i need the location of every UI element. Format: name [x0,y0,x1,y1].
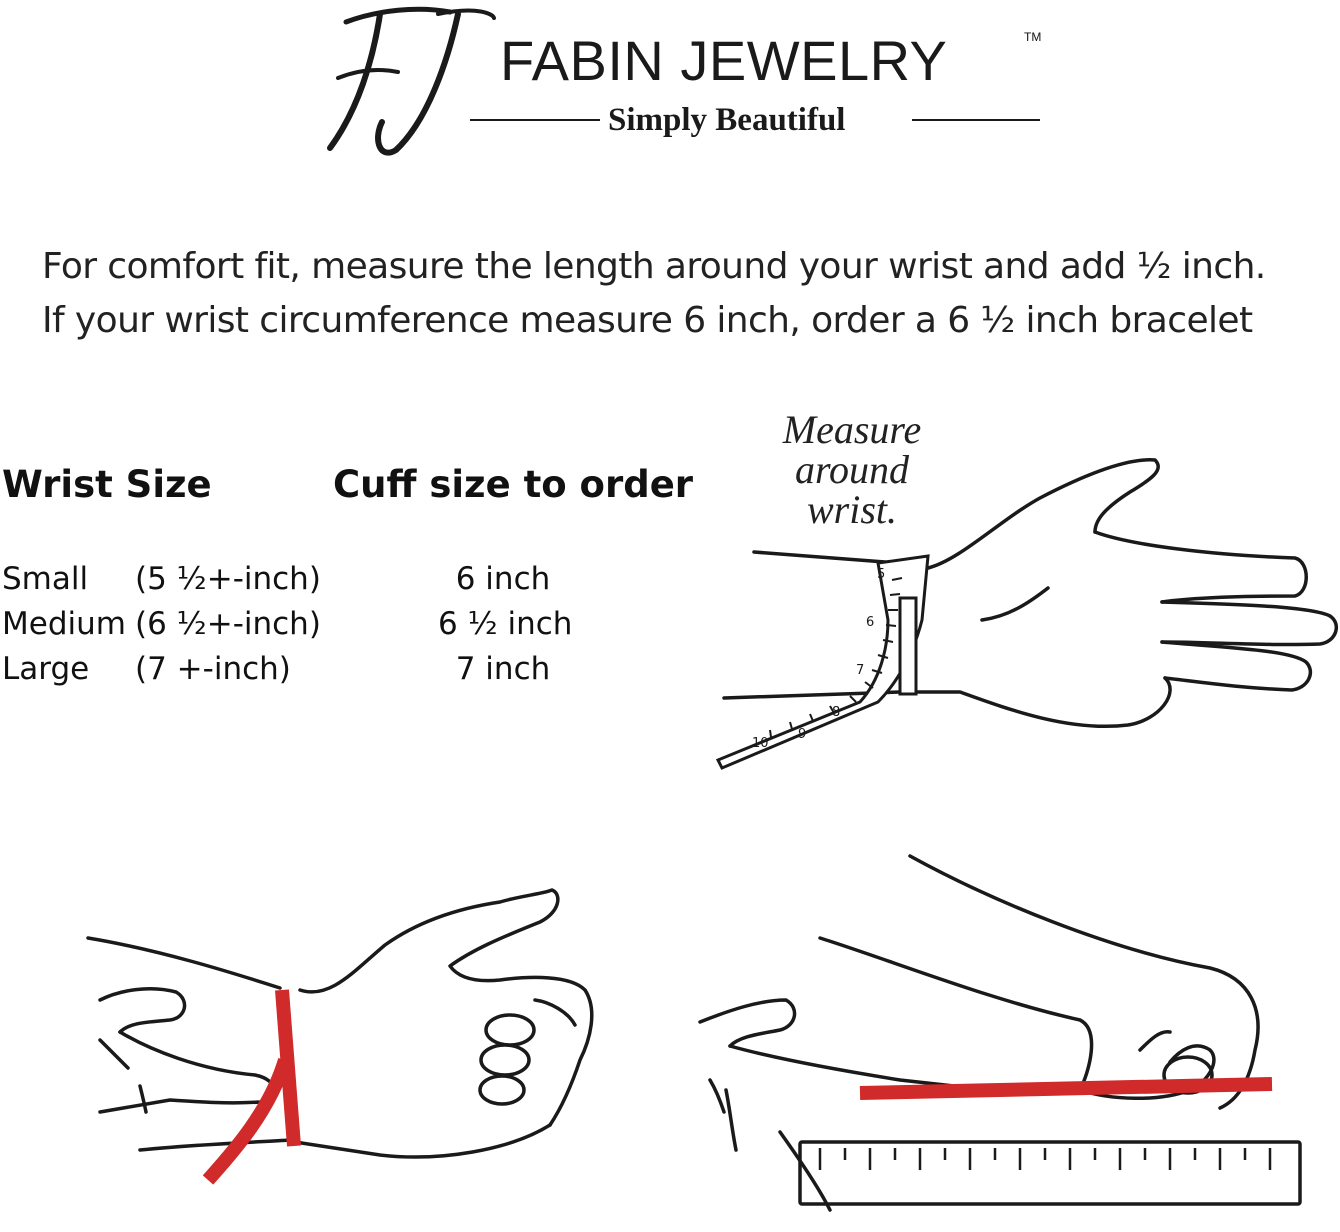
tagline: Simply Beautiful [608,102,846,138]
wrist-size-header: Wrist Size [2,463,212,506]
trademark-symbol: TM [1024,30,1042,44]
row-medium-size: Medium [2,606,126,642]
fj-monogram-logo [327,6,496,156]
row-medium-range: (6 ½+-inch) [135,606,321,642]
tape-mark-5: 5 [877,567,885,582]
instruction-line-2: If your wrist circumference measure 6 in… [42,300,1253,341]
tape-mark-9: 9 [798,727,806,742]
row-medium-cuff: 6 ½ inch [438,606,573,642]
tagline-divider-right [912,119,1040,121]
row-small-range: (5 ½+-inch) [135,561,321,597]
tagline-divider-left [470,119,600,121]
cuff-size-header: Cuff size to order [333,463,694,506]
measure-label-line-3: wrist. [806,487,898,532]
wrap-strip-around-wrist-illustration [86,888,594,1185]
measure-around-wrist-label: Measure around wrist. [762,410,942,530]
row-small-size: Small [2,561,89,597]
row-small-cuff: 6 inch [455,561,551,597]
wrist-tape-measure-illustration: 5 6 7 8 9 10 [715,458,1339,770]
row-large-range: (7 +-inch) [135,651,291,687]
measure-label-line-2: around [794,447,910,492]
measure-label-line-1: Measure [782,407,922,452]
instruction-line-1: For comfort fit, measure the length arou… [42,246,1266,287]
tape-mark-7: 7 [856,663,864,678]
row-large-cuff: 7 inch [455,651,551,687]
measure-strip-on-ruler-illustration [698,854,1302,1212]
brand-name: FABIN JEWELRY [500,29,948,92]
tape-mark-8: 8 [832,705,840,720]
tape-mark-6: 6 [866,615,874,630]
tape-mark-10: 10 [752,736,769,751]
row-large-size: Large [2,651,90,687]
